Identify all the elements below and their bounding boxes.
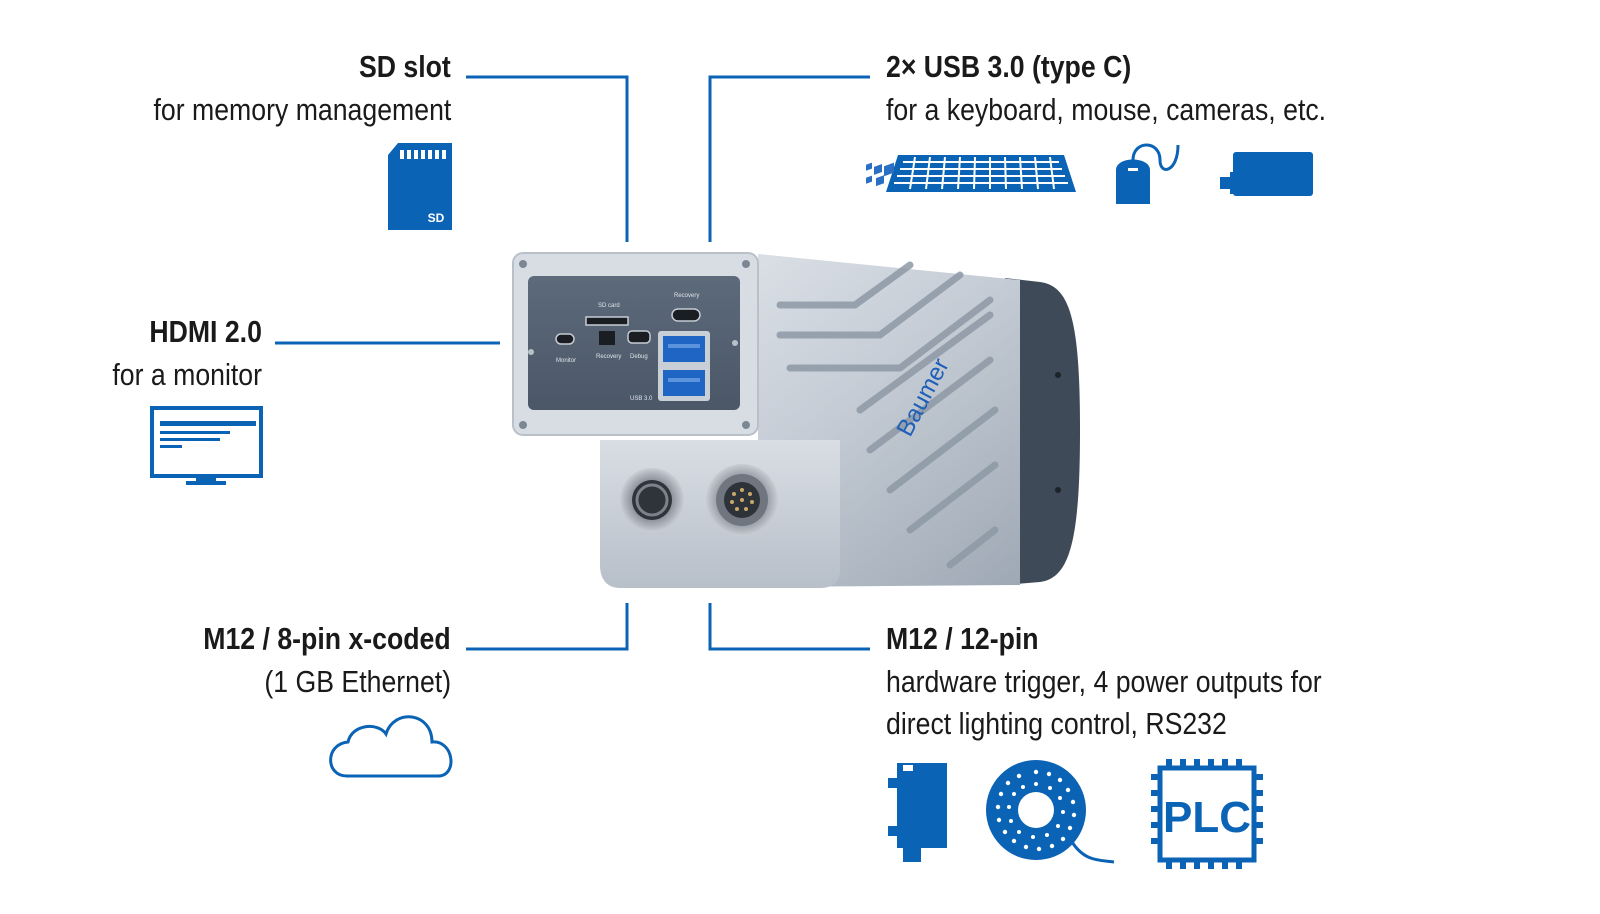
port-label-usb: USB 3.0 [630,396,653,402]
m12-line [708,603,870,651]
hdmi-port [555,333,575,345]
connector-lines [275,75,870,651]
port-label-debug: Debug [630,354,648,360]
ethernet-title: M12 / 8-pin x-coded [203,621,451,656]
sd-card-icon: SD [388,143,452,230]
m12-desc-line2: direct lighting control, RS232 [886,706,1227,741]
sensor-icon [888,763,947,862]
device-rear [1005,278,1080,585]
plc-icon: PLC [1151,759,1263,869]
sd-slot-desc: for memory management [153,92,451,127]
plc-label: PLC [1163,793,1251,842]
usb-desc: for a keyboard, mouse, cameras, etc. [886,92,1327,127]
m12-connector-right [706,464,778,536]
sd-card-slot [585,316,629,326]
keyboard-icon [886,155,1076,192]
port-label-recovery-top: Recovery [674,293,699,299]
cloud-icon [329,715,453,778]
port-label-recovery: Recovery [596,354,621,360]
hdmi-title: HDMI 2.0 [149,314,262,349]
usb-port-1 [663,336,705,362]
monitor-icon [150,406,263,485]
port-label-sd-card: SD card [598,303,620,309]
sd-line [466,75,629,242]
usb-port-2 [663,370,705,396]
sd-card-label: SD [428,211,445,225]
cooling-fins [776,261,999,569]
m12-connector-left [620,468,684,532]
sd-slot-title: SD slot [359,49,451,84]
ethernet-line [466,603,629,651]
debug-port [627,330,651,344]
usb-line [708,75,870,242]
port-label-monitor: Monitor [556,358,576,364]
ring-light-icon [986,760,1115,864]
usb-title: 2× USB 3.0 (type C) [886,49,1132,84]
recovery-port [671,308,701,322]
device-image: Baumer Monitor SD card Recovery Recovery… [512,162,1080,588]
camera-icon [1220,152,1313,196]
recovery-button [599,331,615,345]
mouse-icon [1116,143,1180,204]
ethernet-desc: (1 GB Ethernet) [264,664,451,699]
m12-title: M12 / 12-pin [886,621,1039,656]
m12-desc-line1: hardware trigger, 4 power outputs for [886,664,1322,699]
hdmi-desc: for a monitor [112,357,262,392]
